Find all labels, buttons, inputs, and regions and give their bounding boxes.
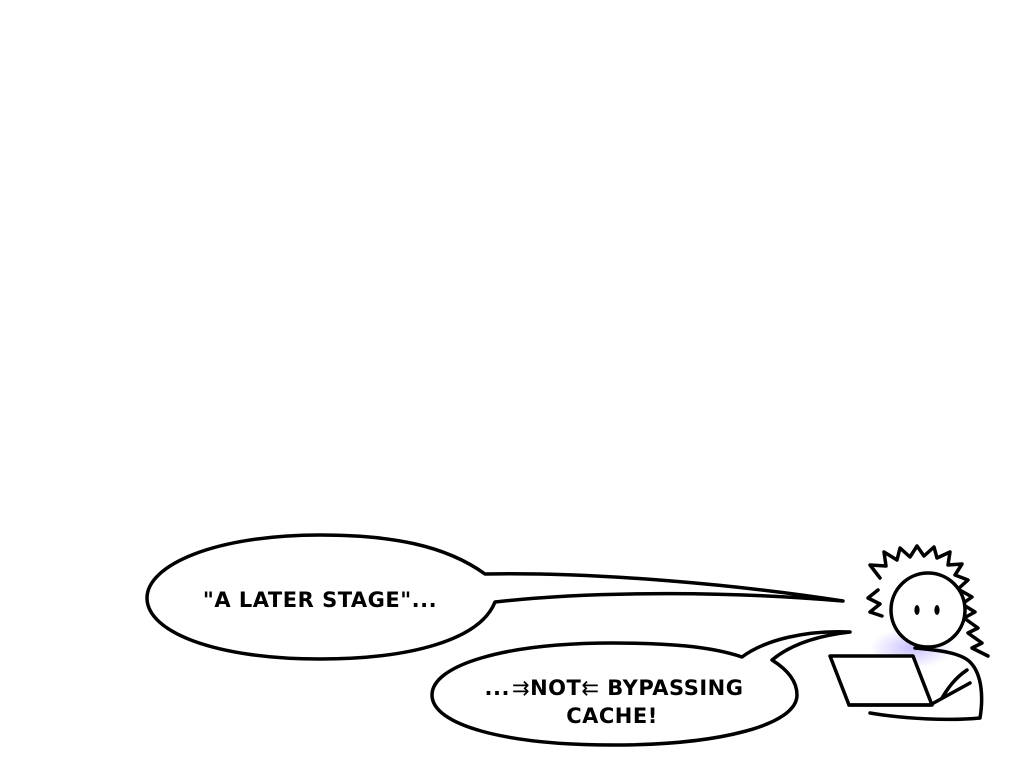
bubble-second-emph: NOT — [530, 676, 581, 700]
arm — [940, 668, 969, 700]
character-icon — [828, 544, 990, 722]
bubble-second-prefix: ... — [485, 676, 510, 700]
emphasis-right-icon: ⇇ — [581, 676, 599, 700]
bubble-second-line2: CACHE! — [566, 704, 658, 728]
bubble-second-line1: ...⇉NOT⇇ BYPASSING — [485, 676, 744, 700]
hair-icon — [866, 544, 990, 658]
emphasis-left-icon: ⇉ — [512, 676, 530, 700]
body — [868, 646, 984, 722]
right-eye — [934, 605, 940, 615]
left-eye — [914, 605, 920, 615]
speech-bubble-second: ...⇉NOT⇇ BYPASSING CACHE! — [430, 629, 852, 747]
head — [889, 571, 967, 649]
bubble-second-suffix: BYPASSING — [599, 676, 743, 700]
speech-bubble-first: "A LATER STAGE"... — [145, 533, 845, 661]
bubble-first-text: "A LATER STAGE"... — [203, 588, 437, 612]
laptop-icon — [828, 654, 972, 707]
